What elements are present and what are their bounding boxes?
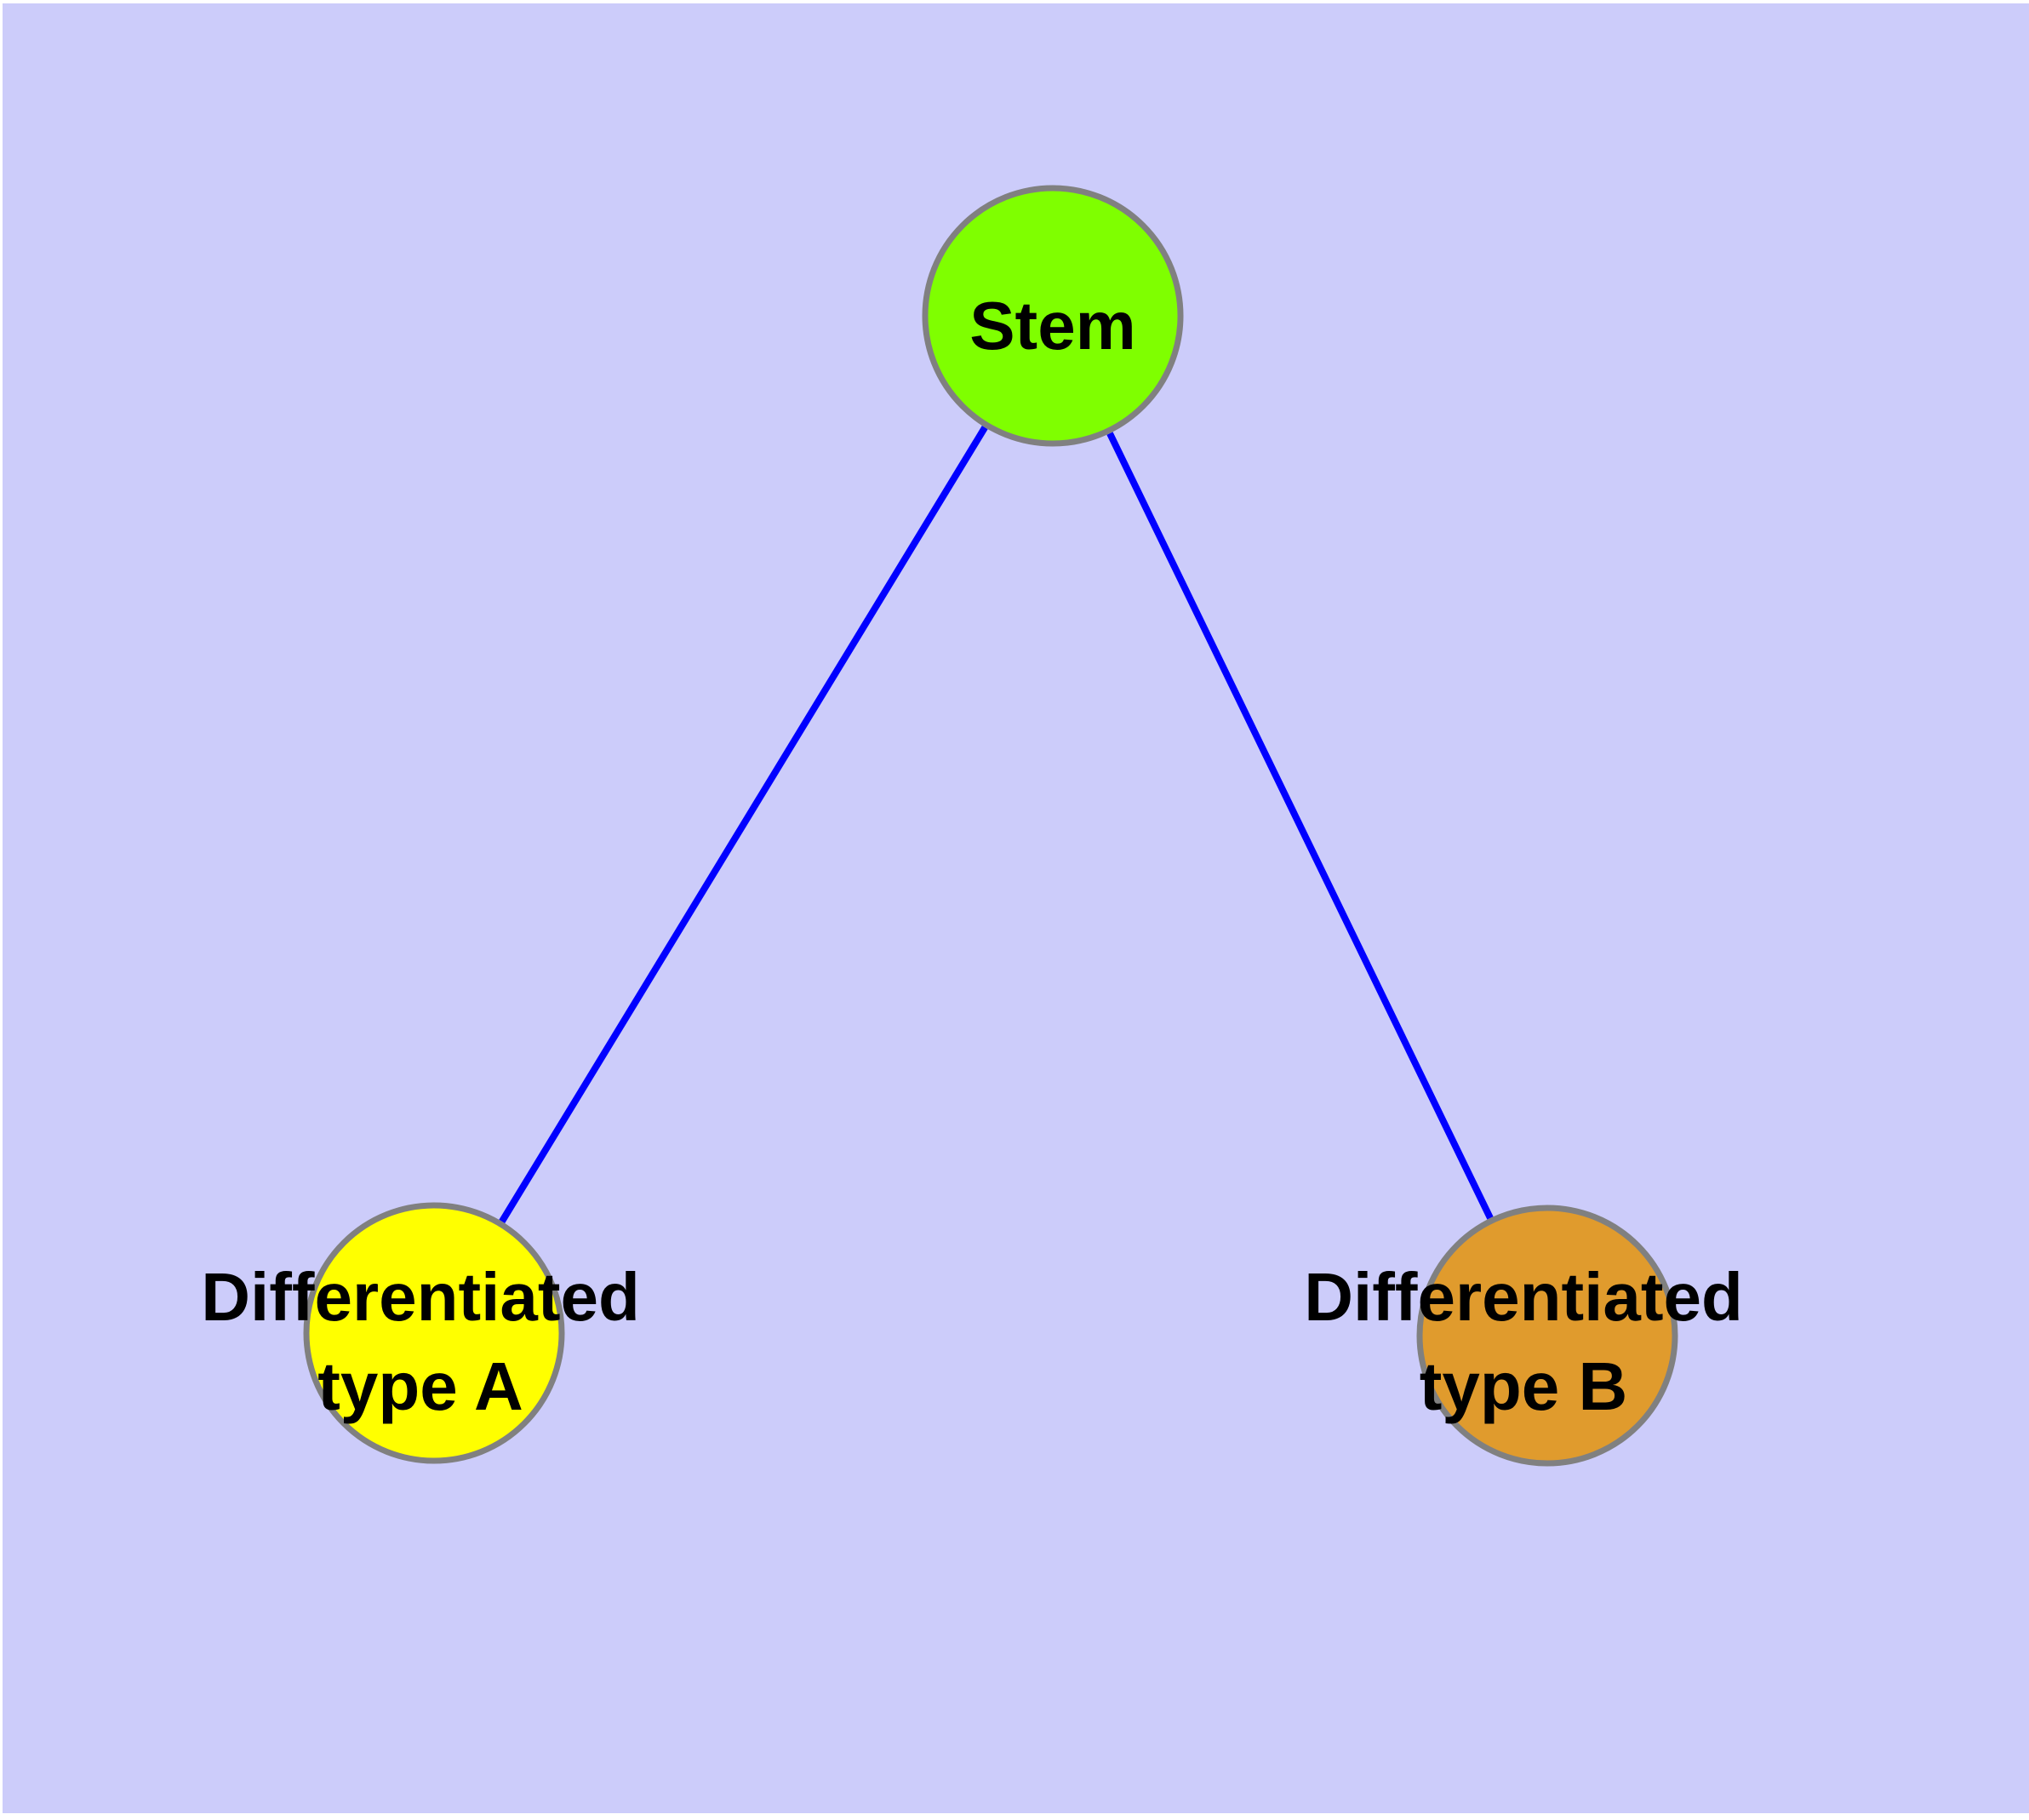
node-diff_b[interactable]	[1416, 1205, 1678, 1467]
node-layer	[303, 185, 1678, 1467]
node-diff_a[interactable]	[303, 1202, 565, 1464]
edge-stem-diff-a[interactable]	[499, 426, 988, 1223]
node-label-line: Differentiated	[201, 1259, 640, 1335]
node-label-stem: Stem	[969, 288, 1136, 363]
node-label-diff_b: Differentiated type B	[1304, 1259, 1743, 1424]
node-label-line: type B	[1420, 1348, 1628, 1424]
node-stem[interactable]	[922, 185, 1184, 447]
node-label-line: type A	[317, 1348, 523, 1424]
node-label-line: Differentiated	[1304, 1259, 1743, 1335]
node-label-line: Stem	[969, 288, 1136, 363]
edge-layer	[499, 426, 1494, 1223]
edge-stem-diff-b[interactable]	[1106, 432, 1494, 1220]
node-label-diff_a: Differentiated type A	[201, 1259, 640, 1424]
